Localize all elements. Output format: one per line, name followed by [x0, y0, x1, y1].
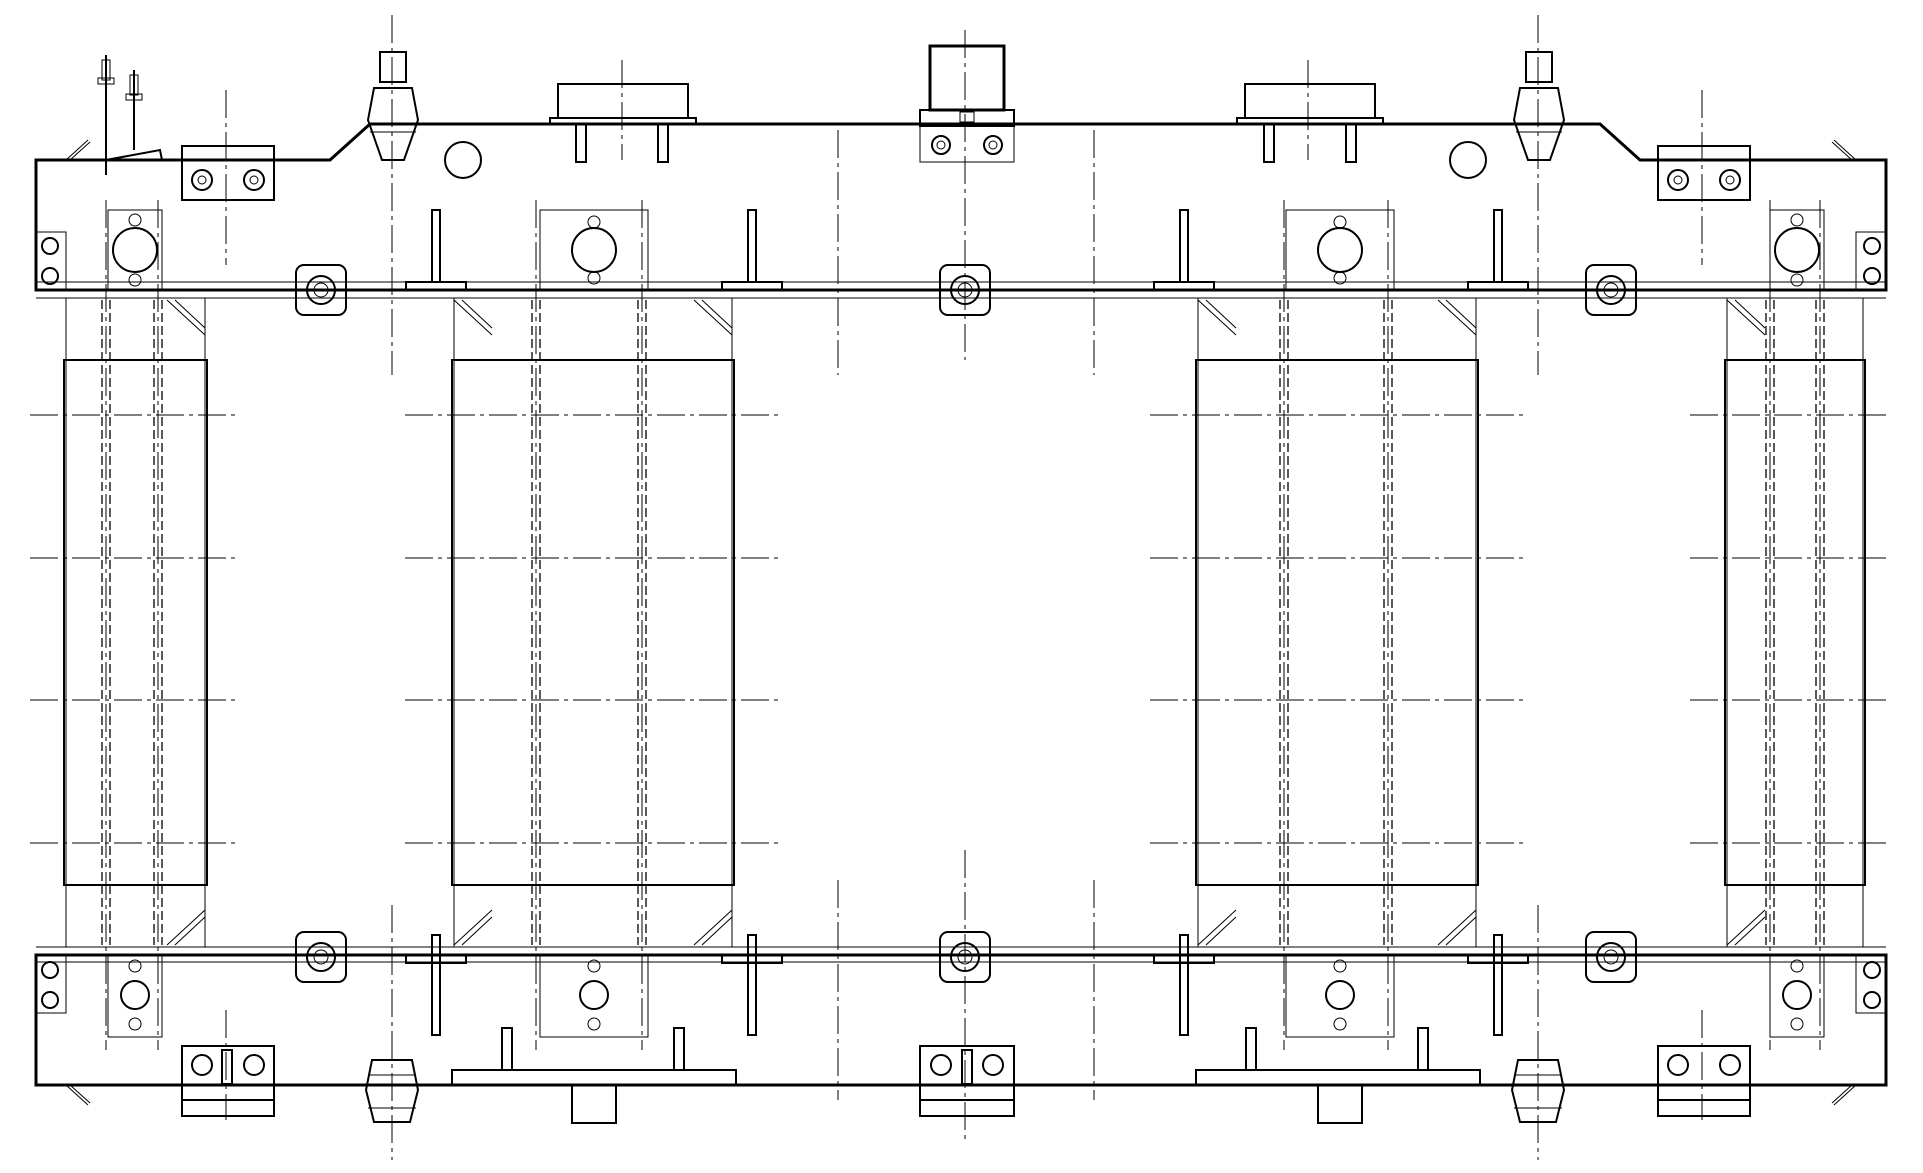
- vertical-center-lines: [105, 15, 1821, 1160]
- lifting-lug-top-left: [366, 51, 420, 161]
- bottom-lifting-lugs: [364, 1059, 1566, 1123]
- top-bracket-left: [549, 83, 697, 163]
- terminal-pin-left: [97, 55, 163, 175]
- top-beam-holes: [444, 141, 1487, 179]
- horizontal-center-lines: [30, 414, 1890, 844]
- top-end-bolts: [35, 231, 1887, 291]
- lifting-lug-top-right: [1512, 51, 1566, 161]
- top-bracket-right: [1236, 83, 1384, 163]
- top-limb-plates: [107, 209, 1825, 291]
- bottom-bolt-brackets: [181, 1045, 1751, 1117]
- top-clamp-beam: [34, 122, 1888, 299]
- bottom-supports: [451, 1027, 1481, 1124]
- bottom-tie-rods: [405, 934, 1529, 1036]
- top-tie-rods: [405, 209, 1529, 291]
- top-bolt-bracket-right: [1657, 145, 1751, 201]
- top-square-nuts: [295, 264, 1637, 316]
- bottom-limb-plates: [107, 954, 1825, 1038]
- top-center-bracket: [919, 44, 1015, 163]
- beam-end-hatching: [65, 139, 1857, 1106]
- bottom-end-bolts: [35, 954, 1887, 1014]
- window-corner-hatching: [166, 299, 1766, 946]
- bottom-square-nuts: [295, 931, 1637, 983]
- top-bolt-bracket-left: [181, 145, 275, 201]
- limb-hidden-lines: [63, 300, 1866, 945]
